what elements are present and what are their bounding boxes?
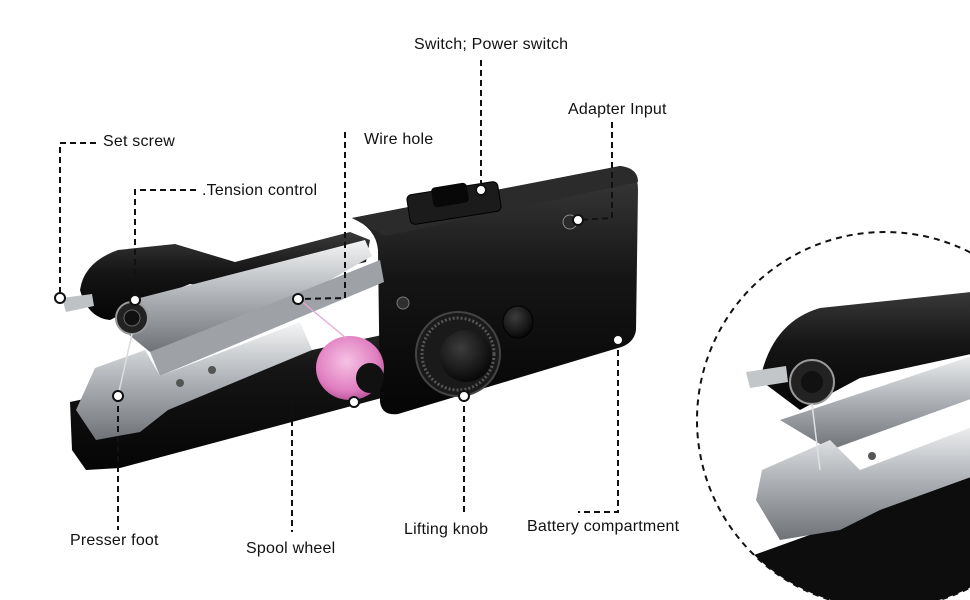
- label-lifting-knob: Lifting knob: [404, 521, 489, 538]
- dot-wire-hole: [292, 293, 304, 305]
- dot-spool-wheel: [348, 396, 360, 408]
- label-tension-control: .Tension control: [202, 182, 318, 199]
- label-adapter-input: Adapter Input: [568, 101, 667, 118]
- side-button: [502, 305, 534, 339]
- dot-lifting-knob: [458, 390, 470, 402]
- label-battery-compartment: Battery compartment: [527, 518, 680, 535]
- leader-battery-compartment: [578, 340, 619, 513]
- chrome-plate: [76, 322, 312, 440]
- dot-battery-compartment: [612, 334, 624, 346]
- leader-tension-control: [134, 189, 196, 300]
- lifting-knob: [440, 330, 492, 382]
- sewing-machine-illustration: [62, 166, 638, 470]
- zoom-detail: [696, 231, 970, 600]
- label-wire-hole: Wire hole: [364, 131, 434, 148]
- chrome-arm: [128, 240, 372, 352]
- label-spool-wheel: Spool wheel: [246, 540, 336, 557]
- leader-set-screw: [59, 142, 96, 298]
- label-set-screw: Set screw: [103, 133, 176, 150]
- dot-adapter-input: [572, 214, 584, 226]
- label-power-switch: Switch; Power switch: [414, 36, 569, 53]
- leader-wire-hole: [297, 132, 346, 300]
- dot-set-screw: [54, 292, 66, 304]
- leader-spool-wheel: [291, 401, 354, 532]
- zoom-circle-border: [696, 231, 970, 600]
- dot-power-switch: [475, 184, 487, 196]
- dot-tension-control: [129, 294, 141, 306]
- leader-adapter-input: [577, 122, 613, 221]
- dot-presser-foot: [112, 390, 124, 402]
- leader-lines: [59, 60, 619, 532]
- label-presser-foot: Presser foot: [70, 532, 159, 549]
- callout-dots: [54, 184, 624, 408]
